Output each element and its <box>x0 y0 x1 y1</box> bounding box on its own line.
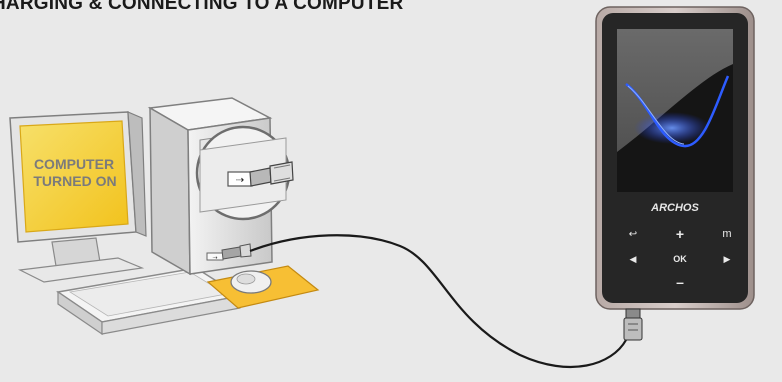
mouse <box>231 271 271 293</box>
usb-port-zoom: ⇢ <box>197 127 293 219</box>
player-brand: ARCHOS <box>650 202 699 214</box>
player-back-button[interactable]: ↩ <box>629 229 637 240</box>
player-usb-connector <box>624 309 642 340</box>
player-ok-button[interactable]: OK <box>673 254 687 264</box>
player-minus-button[interactable]: – <box>676 274 684 290</box>
keyboard <box>58 268 240 334</box>
monitor-text-line1: COMPUTER <box>34 156 114 172</box>
usb-icon: ⇢ <box>212 256 217 262</box>
monitor-text-line2: TURNED ON <box>33 173 116 189</box>
player-menu-button[interactable]: m <box>722 228 731 240</box>
player-plus-button[interactable]: + <box>676 226 684 242</box>
monitor <box>10 112 146 282</box>
usb-cable <box>250 235 626 367</box>
player-left-button[interactable]: ◀ <box>630 254 637 264</box>
page-title: HARGING & CONNECTING TO A COMPUTER <box>0 0 403 15</box>
usb-icon: ⇢ <box>236 175 244 186</box>
player-right-button[interactable]: ▶ <box>724 254 731 264</box>
